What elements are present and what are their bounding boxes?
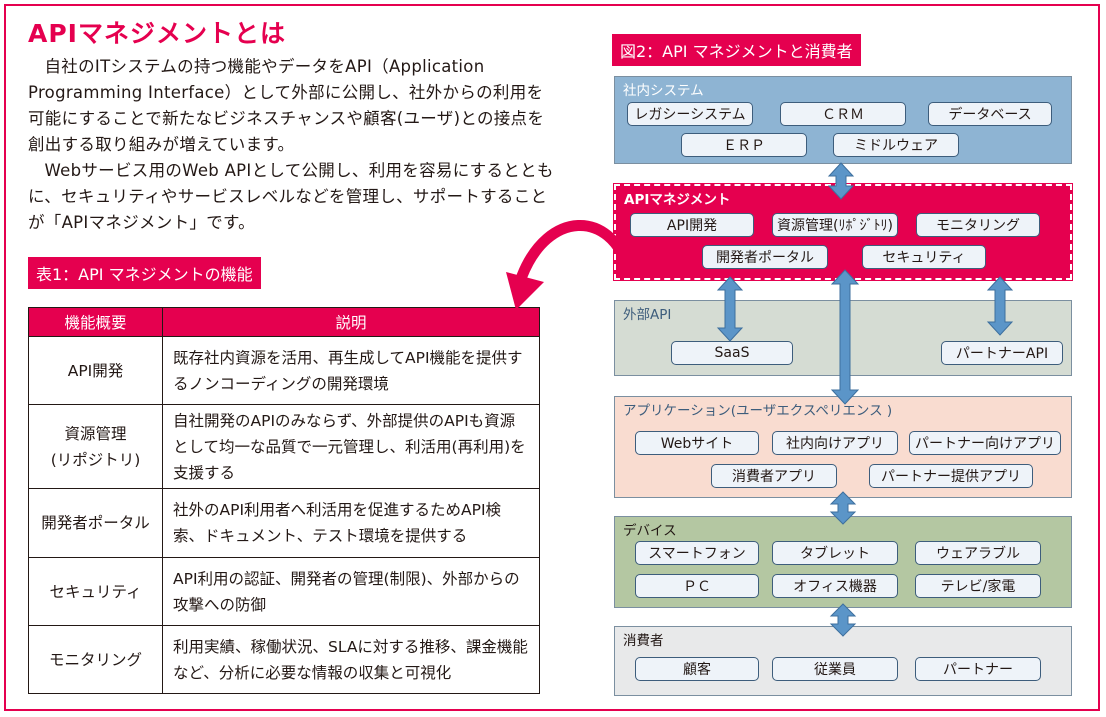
row-description: 社外のAPI利用者へ利活用を促進するためAPI検索、ドキュメント、テスト環境を提… [162,488,540,558]
box-office-equipment: オフィス機器 [772,574,898,598]
intro-paragraph-2: Webサービス用のWeb APIとして公開し、利用を容易にするとともに、セキュリ… [28,161,554,232]
layer-consumers: 消費者 顧客 従業員 パートナー [614,626,1072,696]
layer-label: デバイス [623,523,677,539]
layer-label: 社内システム [623,83,704,99]
box-erp: ＥＲＰ [681,133,807,157]
box-partner-facing-app: パートナー向けアプリ [909,431,1061,455]
box-monitoring: モニタリング [916,213,1040,237]
layer-devices: デバイス スマートフォン タブレット ウェアラブル ＰＣ オフィス機器 テレビ/… [614,516,1072,608]
double-arrow-icon [827,162,855,200]
box-wearable: ウェアラブル [915,541,1041,565]
page-frame [4,4,1100,711]
box-tv-appliances: テレビ/家電 [915,574,1041,598]
layer-label: アプリケーション(ユーザエクスペリエンス ) [623,403,893,419]
row-description: API利用の認証、開発者の管理(制限)、外部からの攻撃への防御 [162,557,540,626]
double-arrow-icon [829,491,857,525]
box-legacy-system: レガシーシステム [627,102,753,126]
row-description: 利用実績、稼働状況、SLAに対する推移、課金機能など、分析に必要な情報の収集と可… [162,625,540,694]
row-name: 資源管理 (リポジトリ) [28,404,163,489]
intro-paragraph-1: 自社のITシステムの持つ機能やデータをAPI（Application Progr… [28,57,545,154]
box-partner: パートナー [915,657,1041,681]
box-saas: SaaS [671,341,793,365]
row-name: セキュリティ [28,557,163,626]
box-smartphone: スマートフォン [635,541,759,565]
box-resource-management: 資源管理(ﾘﾎﾟｼﾞﾄﾘ) [772,213,898,237]
table-row: モニタリング 利用実績、稼働状況、SLAに対する推移、課金機能など、分析に必要な… [28,625,540,694]
layer-label: APIマネジメント [624,192,731,208]
layer-label: 消費者 [623,633,664,649]
box-tablet: タブレット [772,541,898,565]
box-developer-portal: 開発者ポータル [702,245,828,269]
box-crm: ＣＲＭ [780,102,906,126]
box-pc: ＰＣ [635,574,759,598]
box-api-development: API開発 [630,213,754,237]
box-internal-app: 社内向けアプリ [772,431,898,455]
header-function: 機能概要 [28,307,163,337]
table-header-row: 機能概要 説明 [28,307,540,337]
layer-api-management: APIマネジメント API開発 資源管理(ﾘﾎﾟｼﾞﾄﾘ) モニタリング 開発者… [613,183,1073,281]
page-title: APIマネジメントとは [28,19,286,48]
box-consumer-app: 消費者アプリ [711,464,837,488]
row-name: 開発者ポータル [28,488,163,558]
layer-label: 外部API [623,307,672,323]
box-partner-api: パートナーAPI [941,341,1063,365]
table-row: セキュリティ API利用の認証、開発者の管理(制限)、外部からの攻撃への防御 [28,557,540,626]
double-arrow-icon [986,276,1014,336]
double-arrow-icon [716,276,744,342]
layer-internal-systems: 社内システム レガシーシステム ＣＲＭ データベース ＥＲＰ ミドルウェア [614,76,1072,164]
layer-applications: アプリケーション(ユーザエクスペリエンス ) Webサイト 社内向けアプリ パー… [614,396,1072,498]
arrow-head-icon [506,272,544,310]
diagram-caption: 図2：API マネジメントと消費者 [612,34,861,66]
box-security: セキュリティ [862,245,986,269]
table-caption: 表1：API マネジメントの機能 [28,257,261,289]
double-arrow-icon [830,269,860,405]
box-database: データベース [928,102,1052,126]
curved-arrow-icon [516,220,634,282]
box-customer: 顧客 [635,657,759,681]
row-name: モニタリング [28,625,163,694]
table-row: 開発者ポータル 社外のAPI利用者へ利活用を促進するためAPI検索、ドキュメント… [28,488,540,558]
header-description: 説明 [162,307,540,337]
double-arrow-icon [829,603,857,637]
function-table: 機能概要 説明 API開発 既存社内資源を活用、再生成してAPI機能を提供するノ… [28,307,540,694]
box-middleware: ミドルウェア [833,133,959,157]
box-website: Webサイト [635,431,759,455]
box-partner-provided-app: パートナー提供アプリ [869,464,1033,488]
box-employee: 従業員 [772,657,898,681]
